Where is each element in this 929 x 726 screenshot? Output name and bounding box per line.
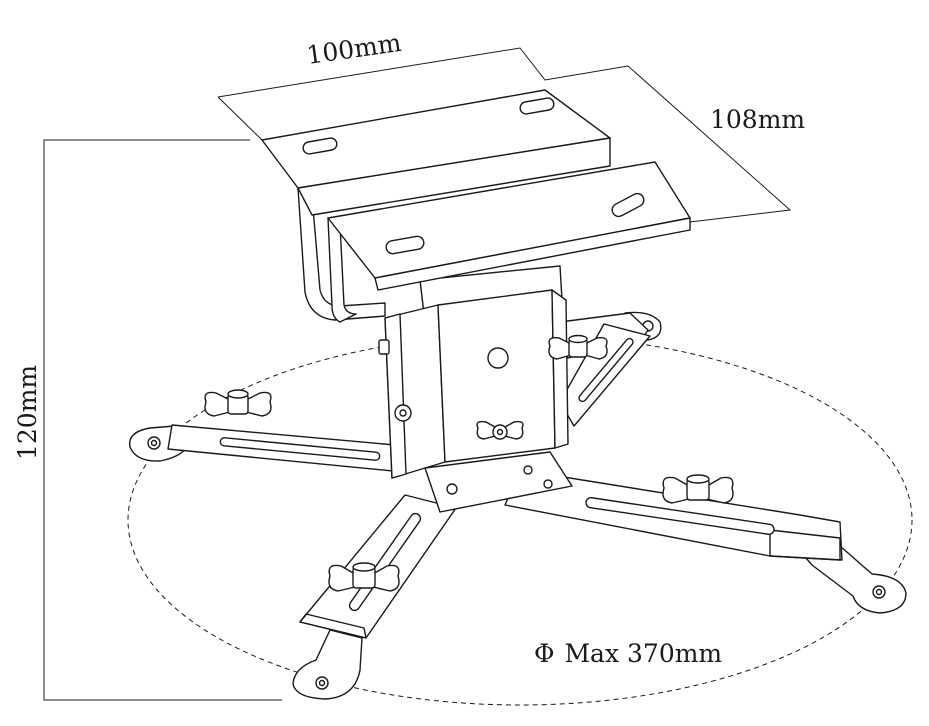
height-dimension-line	[43, 139, 282, 701]
arm-front-left-foot-hole-inner	[318, 679, 326, 687]
height-label: 120mm	[13, 365, 42, 460]
rear-plate-lip	[297, 137, 611, 216]
top-bracket	[261, 89, 691, 323]
width-label: 100mm	[305, 28, 404, 70]
arm-front-left-foot	[292, 629, 363, 700]
width-depth-outline	[217, 47, 792, 223]
wing-nut-body	[492, 424, 508, 440]
arm-front-left-end	[299, 613, 367, 639]
diameter-label: Max 370mm	[564, 639, 722, 668]
base-plate-bolt	[446, 483, 458, 495]
wing-nut-front-left	[328, 562, 400, 592]
arm-front-right-foot-hole	[872, 585, 886, 599]
column-side-bolt-center	[399, 409, 407, 417]
arm-front-right-slot	[585, 496, 775, 536]
front-plate-slot-left	[385, 235, 425, 255]
arm-back-left	[128, 424, 396, 472]
rear-plate-slot-right	[519, 97, 555, 115]
diameter-label-group: Φ Max 370mm	[534, 639, 722, 668]
rear-plate-slot-left	[302, 137, 338, 155]
wing-nut-back-left	[204, 389, 272, 417]
column-right-edge	[551, 289, 569, 449]
arm-front-left-foot-hole	[315, 676, 329, 690]
dimension-guides	[43, 47, 913, 706]
diameter-symbol: Φ	[534, 639, 555, 668]
column-side-knob	[378, 339, 390, 355]
front-plate-slot-right	[611, 192, 645, 218]
front-plate-left-wall	[327, 217, 357, 323]
arm-front-right-foot-hole-inner	[875, 588, 883, 596]
base-plate-hole	[543, 479, 553, 489]
base-plate-hole	[523, 465, 533, 475]
center-column	[378, 265, 573, 513]
base-plate	[424, 451, 573, 513]
arm-back-left-foot-hole	[147, 436, 161, 450]
front-wing-nut	[476, 420, 524, 440]
front-plate-edge	[374, 217, 691, 291]
depth-label: 108mm	[710, 105, 805, 134]
arm-front-left	[292, 494, 457, 700]
column-front-hole	[487, 347, 509, 369]
arm-back-left-slot	[219, 437, 381, 461]
wing-nut-front-right	[662, 474, 734, 504]
arm-back-right-slot	[578, 337, 634, 403]
diameter-ellipse	[127, 334, 913, 706]
column-side-bolt	[394, 404, 412, 422]
arm-back-left-foot-hole-inner	[150, 439, 158, 447]
wing-nut-center	[496, 428, 504, 436]
wing-nuts	[204, 334, 734, 592]
arm-front-right	[504, 469, 907, 614]
arm-front-right-end	[769, 529, 841, 561]
arm-back-right	[559, 311, 662, 427]
column-side-flange	[384, 313, 407, 479]
wing-nut-back-right	[548, 334, 608, 360]
